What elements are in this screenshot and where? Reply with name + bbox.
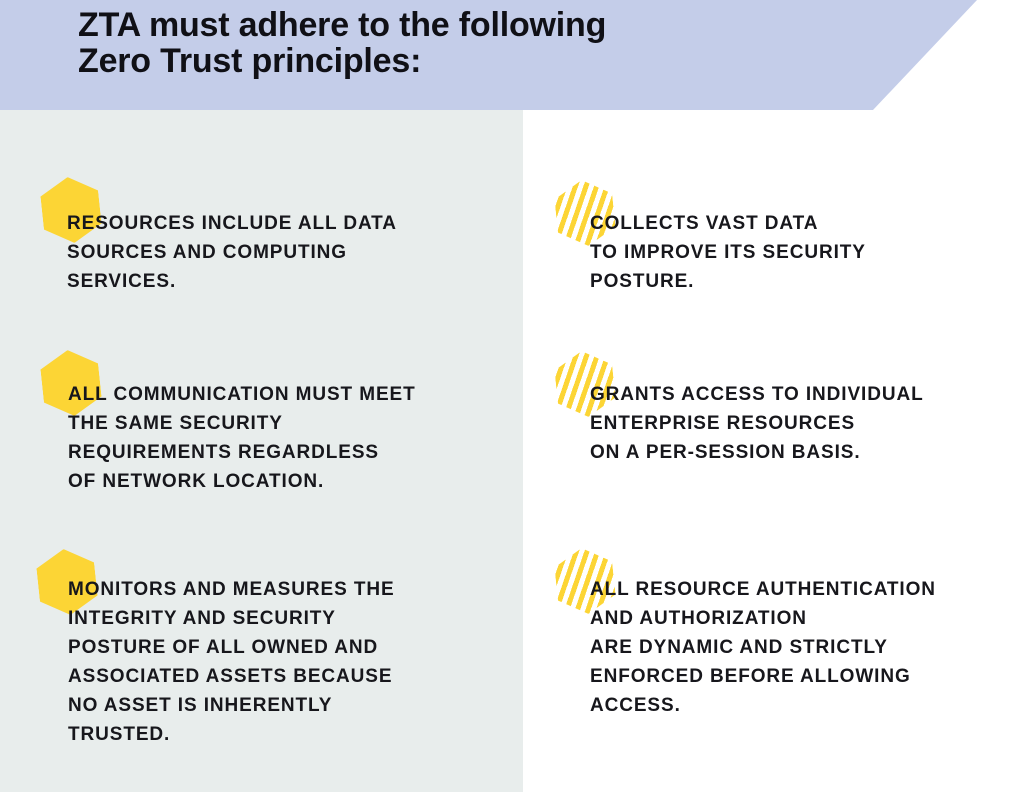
- header-band: ZTA must adhere to the following Zero Tr…: [0, 0, 977, 110]
- text-line: ARE DYNAMIC AND STRICTLY: [590, 637, 888, 658]
- text-line: ON A PER-SESSION BASIS.: [590, 442, 861, 463]
- principle-text: RESOURCES INCLUDE ALL DATA SOURCES AND C…: [67, 209, 397, 296]
- page-title-line-1: ZTA must adhere to the following: [78, 6, 607, 44]
- text-line: MONITORS AND MEASURES THE: [68, 579, 395, 600]
- text-line: ENTERPRISE RESOURCES: [590, 413, 856, 434]
- text-line: COLLECTS VAST DATA: [590, 213, 819, 234]
- page-title-line-2: Zero Trust principles:: [78, 42, 422, 80]
- text-line: GRANTS ACCESS TO INDIVIDUAL: [590, 384, 924, 405]
- text-line: ALL RESOURCE AUTHENTICATION: [590, 579, 936, 600]
- text-line: RESOURCES INCLUDE ALL DATA: [67, 213, 397, 234]
- text-line: SERVICES.: [67, 271, 177, 292]
- text-line: TRUSTED.: [68, 724, 171, 745]
- text-line: REQUIREMENTS REGARDLESS: [68, 442, 380, 463]
- text-line: INTEGRITY AND SECURITY: [68, 608, 336, 629]
- text-line: AND AUTHORIZATION: [590, 608, 807, 629]
- text-line: THE SAME SECURITY: [68, 413, 283, 434]
- principle-text: COLLECTS VAST DATA TO IMPROVE ITS SECURI…: [590, 209, 866, 296]
- text-line: ENFORCED BEFORE ALLOWING: [590, 666, 911, 687]
- text-line: ACCESS.: [590, 695, 681, 716]
- text-line: ASSOCIATED ASSETS BECAUSE: [68, 666, 393, 687]
- page-title: ZTA must adhere to the following Zero Tr…: [78, 7, 606, 79]
- principle-text: GRANTS ACCESS TO INDIVIDUAL ENTERPRISE R…: [590, 380, 924, 467]
- text-line: SOURCES AND COMPUTING: [67, 242, 347, 263]
- text-line: POSTURE OF ALL OWNED AND: [68, 637, 379, 658]
- text-line: ALL COMMUNICATION MUST MEET: [68, 384, 416, 405]
- principle-text: ALL RESOURCE AUTHENTICATION AND AUTHORIZ…: [590, 575, 936, 720]
- text-line: OF NETWORK LOCATION.: [68, 471, 325, 492]
- principle-text: ALL COMMUNICATION MUST MEET THE SAME SEC…: [68, 380, 416, 496]
- text-line: NO ASSET IS INHERENTLY: [68, 695, 333, 716]
- principle-text: MONITORS AND MEASURES THE INTEGRITY AND …: [68, 575, 395, 749]
- text-line: TO IMPROVE ITS SECURITY: [590, 242, 866, 263]
- text-line: POSTURE.: [590, 271, 695, 292]
